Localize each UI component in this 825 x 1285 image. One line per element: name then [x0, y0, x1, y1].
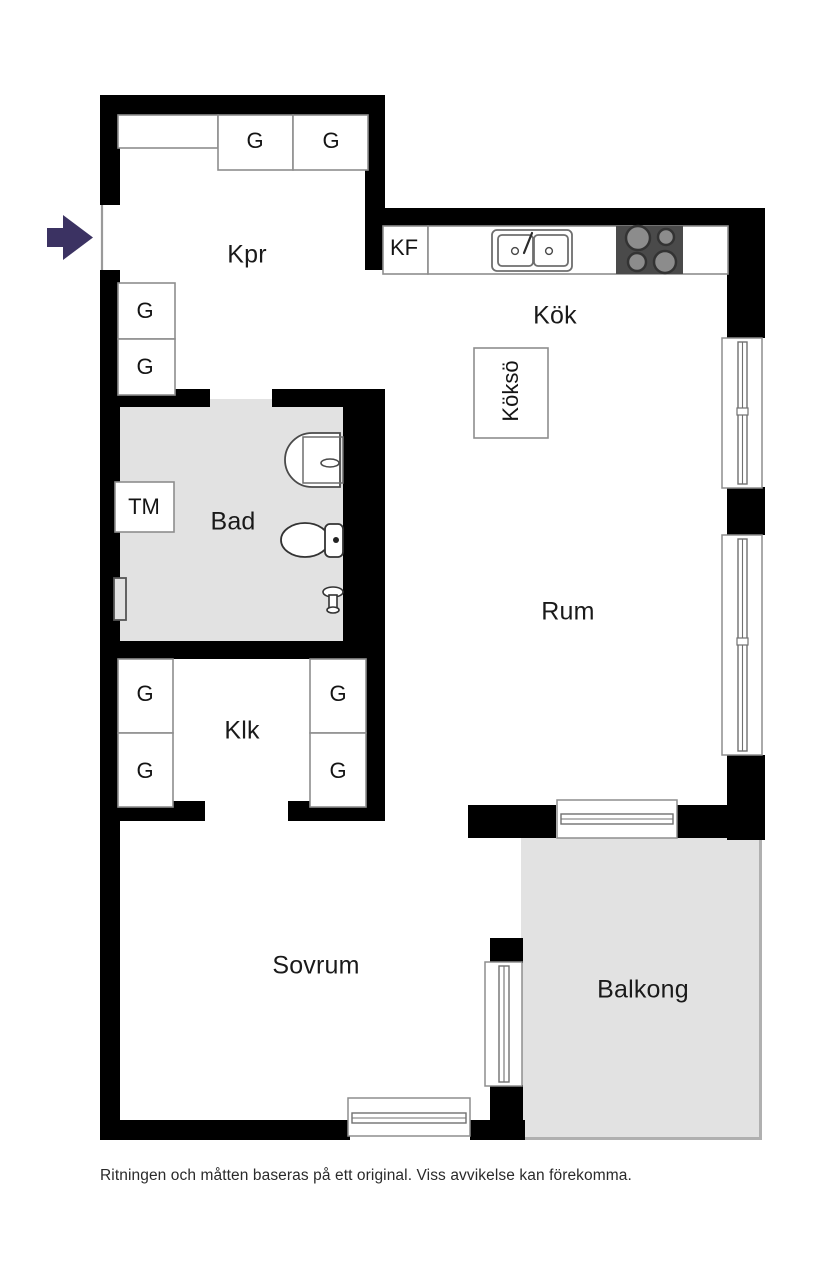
wall-hall-left-stub	[100, 270, 120, 280]
window-balcony-door	[556, 799, 678, 839]
sink-drain-left	[510, 246, 520, 256]
room-label-bad: Bad	[210, 507, 256, 536]
wall-sovrum-win-left	[100, 1120, 350, 1140]
wardrobe-klk-left-1-box	[117, 658, 174, 734]
burner-small-2	[626, 251, 648, 273]
wardrobe-hall-left-2-box	[117, 338, 176, 396]
wall-east-upper	[727, 208, 765, 338]
room-label-balkong: Balkong	[597, 975, 689, 1004]
wardrobe-label-hall-top-1: G	[246, 128, 264, 153]
stove-cooktop	[616, 224, 683, 275]
wall-east-middle	[727, 487, 765, 535]
bathroom-fixtures	[113, 432, 344, 621]
wardrobe-label-hall-top-2: G	[322, 128, 340, 153]
wardrobe-klk-right-2-box	[309, 732, 367, 808]
wall-hall-right	[365, 95, 385, 210]
kitchen-double-sink	[491, 229, 573, 272]
wardrobe-klk-right-1-box	[309, 658, 367, 734]
wardrobe-label-klk-right-1: G	[329, 681, 347, 706]
kitchen-island-box	[473, 347, 549, 439]
balkong-border-right	[759, 838, 762, 1140]
basin-bowl	[284, 432, 341, 488]
room-label-kpr: Kpr	[227, 240, 267, 269]
wall-sovrum-win-right	[470, 1120, 525, 1140]
burner-small-1	[656, 227, 676, 247]
burner-large-1	[624, 224, 652, 252]
entrance-arrow	[47, 215, 93, 260]
wardrobe-hall-top-1-box	[217, 114, 294, 171]
toilet-bowl	[280, 522, 330, 558]
walls	[100, 95, 765, 1140]
wardrobe-hall-left-1-box	[117, 282, 176, 340]
cabinet-outlines	[114, 114, 549, 808]
window-rum-east-lower	[721, 534, 763, 756]
balkong-floor-fill	[521, 838, 762, 1140]
wall-top-hall	[100, 95, 385, 115]
wall-east-balcony-corner	[727, 805, 765, 840]
washing-machine-label: TM	[128, 494, 160, 519]
wall-bad-right	[343, 389, 385, 649]
fridge-freezer-label: KF	[389, 235, 419, 260]
room-label-sovrum: Sovrum	[272, 951, 360, 980]
wardrobe-label-klk-right-2: G	[329, 758, 347, 783]
room-label-rum: Rum	[541, 597, 595, 626]
room-label-klk: Klk	[224, 716, 260, 745]
wardrobe-label-hall-left-1: G	[136, 298, 154, 323]
window-balcony-west	[484, 961, 523, 1087]
windows	[347, 337, 763, 1137]
wall-balcony-door-right	[676, 805, 727, 838]
drain-base	[326, 606, 340, 614]
wall-balcony-west-top	[490, 938, 523, 963]
washing-machine-box	[114, 481, 175, 533]
wash-basin	[284, 432, 344, 488]
hall-shelf	[117, 114, 219, 149]
toilet	[280, 522, 344, 558]
balkong-border-bottom	[521, 1137, 762, 1140]
sink-drain-right	[544, 246, 554, 256]
kitchen-island-label: Köksö	[498, 360, 523, 422]
wardrobe-label-hall-left-2: G	[136, 354, 154, 379]
burner-large-2	[652, 249, 678, 275]
wall-left-upper	[100, 95, 120, 205]
room-label-kok: Kök	[533, 301, 577, 330]
wardrobe-klk-left-2-box	[117, 732, 174, 808]
window-sovrum-south	[347, 1097, 471, 1137]
basin-back	[302, 436, 344, 484]
wardrobe-label-klk-left-1: G	[136, 681, 154, 706]
shower-floor-drain	[322, 586, 344, 614]
wardrobe-label-klk-left-2: G	[136, 758, 154, 783]
toilet-flush	[333, 537, 339, 543]
bathroom-radiator	[113, 577, 127, 621]
sink-faucet	[522, 231, 534, 255]
wall-balcony-door-left	[468, 805, 556, 838]
basin-faucet	[320, 458, 340, 468]
drawing-disclaimer: Ritningen och måtten baseras på ett orig…	[100, 1167, 632, 1184]
wall-klk-right	[365, 641, 385, 811]
kitchen-counter	[427, 224, 729, 275]
fridge-freezer-box	[382, 225, 429, 275]
window-rum-east-upper	[721, 337, 763, 489]
wardrobe-hall-top-2-box	[292, 114, 369, 171]
wall-kf-left	[365, 208, 385, 270]
wall-kitchen-top	[365, 208, 765, 230]
wall-bad-bottom	[100, 641, 385, 659]
